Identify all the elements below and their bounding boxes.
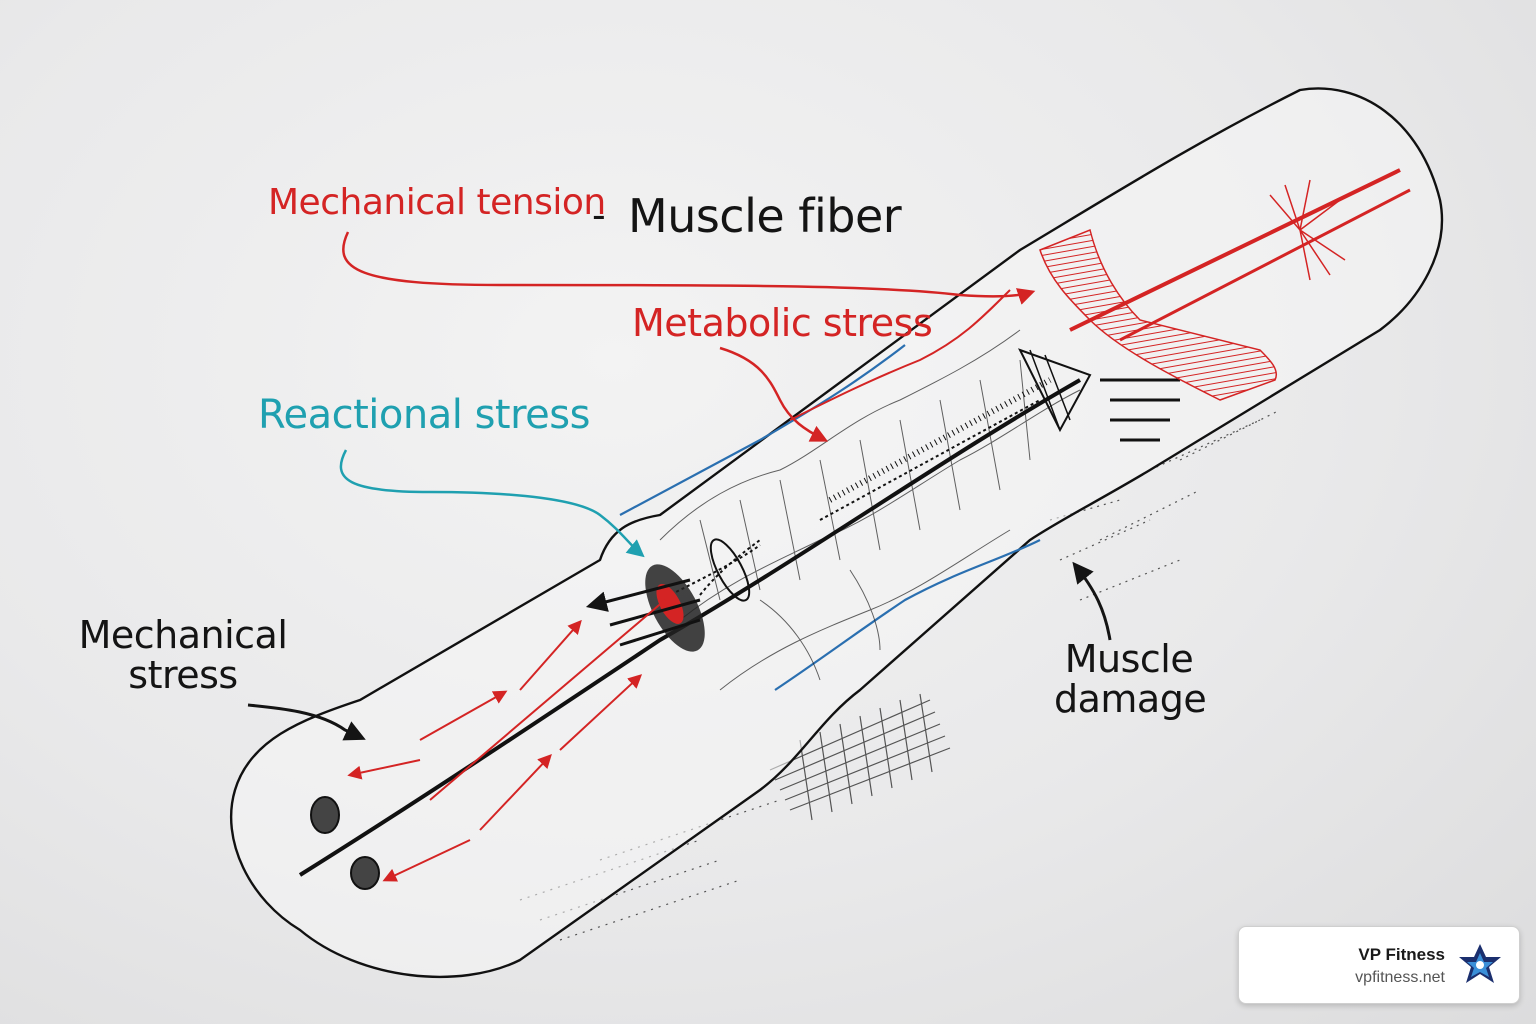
label-muscle-fiber: Muscle fiber xyxy=(628,189,902,243)
arrow-mechanical-tension xyxy=(342,231,1036,305)
tension-lines xyxy=(585,378,1180,647)
label-metabolic-stress: Metabolic stress xyxy=(632,301,933,345)
label-dash-separator: - xyxy=(592,193,606,237)
red-stress-arrows xyxy=(347,599,666,882)
brand-name: VP Fitness xyxy=(1358,945,1445,964)
arrow-muscle-damage xyxy=(1072,561,1112,641)
nuclei xyxy=(310,796,380,890)
brand-watermark-card[interactable]: VP Fitness vpfitness.net xyxy=(1238,926,1520,1004)
label-mechanical-tension: Mechanical tension xyxy=(268,182,606,223)
damaged-band-red xyxy=(1039,168,1411,401)
label-muscle-damage: Muscle damage xyxy=(1054,637,1207,721)
arrow-mechanical-tension-secondary xyxy=(789,289,1011,421)
cell-mesh xyxy=(659,329,1081,691)
brand-url[interactable]: vpfitness.net xyxy=(1355,969,1445,986)
shadow-hatching xyxy=(519,409,1281,941)
arrow-reactional-stress xyxy=(339,449,645,558)
sarcolemma-blue-outline xyxy=(619,344,1041,691)
arrow-metabolic-stress xyxy=(719,346,829,442)
arrow-mechanical-stress xyxy=(247,703,366,741)
label-mechanical-stress: Mechanical stress xyxy=(78,613,288,697)
vp-fitness-star-logo-icon xyxy=(1459,944,1501,983)
label-reactional-stress: Reactional stress xyxy=(258,392,590,438)
